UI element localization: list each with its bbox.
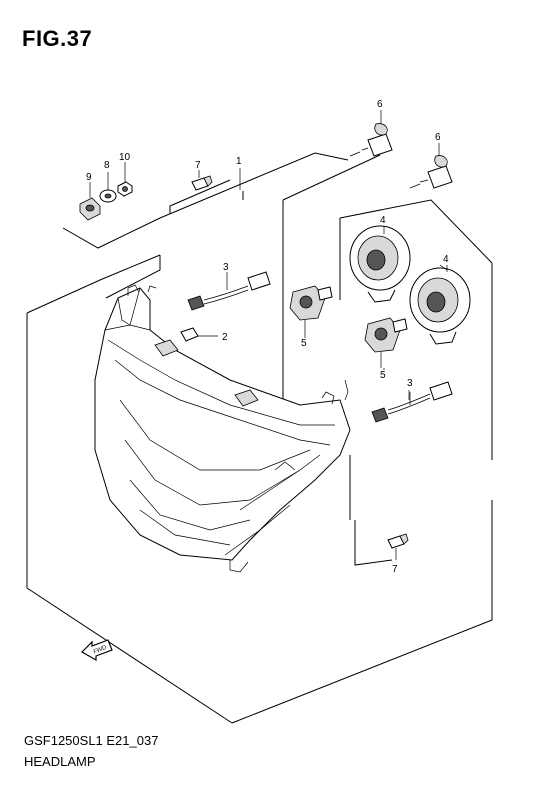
- callout-5-lower: 5: [380, 370, 386, 381]
- dust-cover-lower: [409, 265, 471, 345]
- assembly-outline: [26, 152, 493, 724]
- bulb-socket-upper: [289, 285, 333, 338]
- washer-part-8: [99, 172, 117, 203]
- position-bulb-upper: [191, 170, 213, 191]
- position-bulb-lower: [387, 533, 409, 560]
- bulb-socket-lower: [364, 317, 408, 368]
- callout-9: 9: [86, 172, 92, 183]
- callout-4-lower: 4: [443, 254, 449, 265]
- callout-5-upper: 5: [301, 338, 307, 349]
- callout-4-upper: 4: [380, 215, 386, 226]
- callout-7-upper: 7: [195, 160, 201, 171]
- nut-part-10: [117, 162, 133, 197]
- grommet-part-9: [79, 182, 101, 221]
- callout-1: 1: [236, 156, 242, 167]
- dust-cover-upper: [349, 225, 411, 303]
- callout-3-upper: 3: [223, 262, 229, 273]
- callout-2: 2: [222, 332, 228, 343]
- callout-leaders: [239, 168, 448, 400]
- callout-3-lower: 3: [407, 378, 413, 389]
- callout-7-lower: 7: [392, 564, 398, 575]
- headlamp-bulb-upper: [349, 110, 393, 157]
- callout-6-lower: 6: [435, 132, 441, 143]
- clip-part-2: [180, 327, 218, 342]
- callout-6-upper: 6: [377, 99, 383, 110]
- diagram-name: HEADLAMP: [24, 754, 96, 769]
- socket-harness-lower: [371, 381, 453, 423]
- fwd-label: FWD: [93, 645, 109, 656]
- fwd-arrow-icon: FWD: [81, 639, 113, 662]
- callout-10: 10: [119, 152, 131, 163]
- diagram-code: GSF1250SL1 E21_037: [24, 733, 159, 748]
- socket-harness-upper: [187, 271, 271, 311]
- figure-title: FIG.37: [22, 26, 93, 51]
- headlamp-bulb-lower: [409, 143, 453, 189]
- callout-8: 8: [104, 160, 110, 171]
- headlamp-housing: [94, 284, 351, 573]
